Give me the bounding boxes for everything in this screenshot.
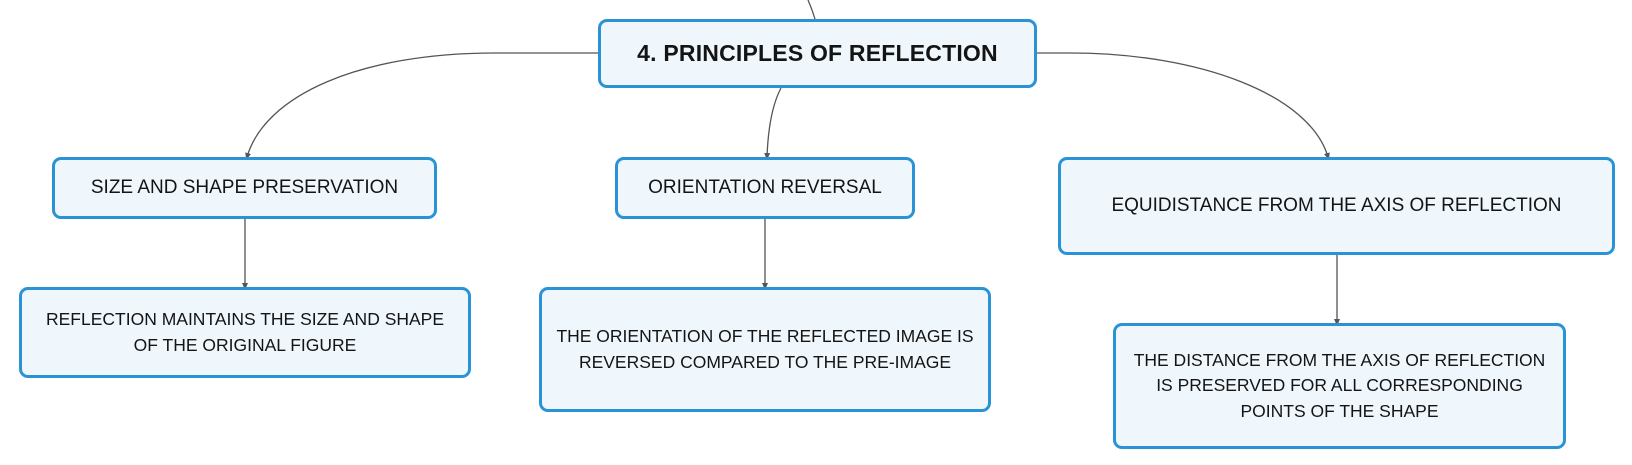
branch-node-label: SIZE AND SHAPE PRESERVATION	[90, 177, 399, 199]
detail-node-equidistance[interactable]: THE DISTANCE FROM THE AXIS OF REFLECTION…	[1113, 323, 1566, 449]
detail-node-text: THE ORIENTATION OF THE REFLECTED IMAGE I…	[556, 326, 974, 372]
detail-node-text: THE DISTANCE FROM THE AXIS OF REFLECTION…	[1133, 349, 1546, 421]
branch-node-orientation-reversal[interactable]: ORIENTATION REVERSAL	[615, 157, 915, 219]
root-node[interactable]: 4. PRINCIPLES OF REFLECTION	[598, 19, 1037, 88]
connector-root-to-equidistance	[1037, 52, 1330, 160]
connector-incoming-root	[807, 0, 816, 20]
branch-node-label: ORIENTATION REVERSAL	[648, 177, 882, 199]
detail-node-text: REFLECTION MAINTAINS THE SIZE AND SHAPE …	[45, 309, 445, 355]
branch-node-equidistance[interactable]: EQUIDISTANCE FROM THE AXIS OF REFLECTION	[1058, 157, 1615, 255]
connector-root-to-size-and-shape	[245, 52, 598, 160]
branch-node-size-and-shape[interactable]: SIZE AND SHAPE PRESERVATION	[52, 157, 437, 219]
detail-node-orientation-reversal[interactable]: THE ORIENTATION OF THE REFLECTED IMAGE I…	[539, 287, 991, 412]
branch-node-label: EQUIDISTANCE FROM THE AXIS OF REFLECTION	[1111, 195, 1562, 217]
detail-node-size-and-shape[interactable]: REFLECTION MAINTAINS THE SIZE AND SHAPE …	[19, 287, 471, 378]
root-node-label: 4. PRINCIPLES OF REFLECTION	[637, 39, 998, 66]
connector-root-to-orientation	[764, 87, 782, 160]
